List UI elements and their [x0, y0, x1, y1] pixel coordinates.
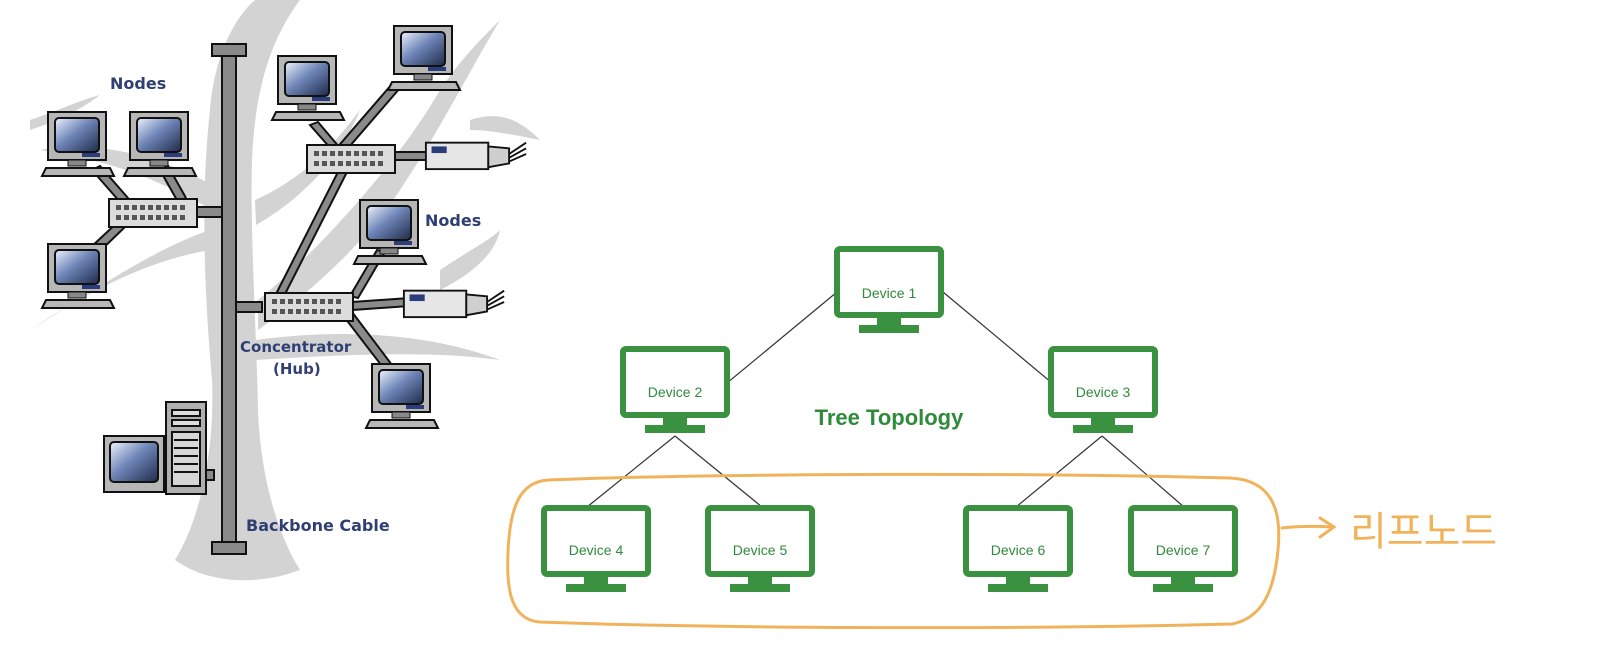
device-label: Device 7 — [1156, 542, 1211, 558]
concentrator-label: Concentrator — [240, 338, 352, 356]
device-label: Device 2 — [648, 384, 703, 400]
backbone-cable-label: Backbone Cable — [246, 516, 390, 535]
nodes-label-top: Nodes — [110, 74, 166, 93]
device-node: Device 3 — [1051, 349, 1155, 433]
hub-concentrator — [264, 292, 354, 322]
device-label: Device 5 — [733, 542, 788, 558]
arrow-icon — [1280, 516, 1337, 539]
server-icon — [103, 401, 207, 495]
device-node: Device 4 — [544, 508, 648, 592]
device-label: Device 1 — [862, 285, 917, 301]
computer-icon — [365, 363, 439, 429]
leaf-node-annotation: 리프노드 — [1350, 509, 1497, 555]
device-label: Device 3 — [1076, 384, 1131, 400]
left-tree-topology: Nodes Nodes Concentrator (Hub) Backbone … — [30, 0, 540, 581]
printer-icon — [424, 141, 528, 171]
leaf-highlight-outline — [506, 472, 1281, 630]
device-node: Device 1 — [837, 249, 941, 333]
device-label: Device 6 — [991, 542, 1046, 558]
right-tree-topology: Device 1 Device 2 Device 3 Device 4 Devi… — [506, 249, 1497, 630]
device-node: Device 7 — [1131, 508, 1235, 592]
hub-upper-right — [306, 144, 396, 174]
printer-icon — [402, 289, 506, 319]
device-label: Device 4 — [569, 542, 624, 558]
computer-icon — [41, 243, 115, 309]
computer-icon — [41, 111, 115, 177]
hub-label: (Hub) — [273, 360, 321, 378]
device-node: Device 5 — [708, 508, 812, 592]
tree-links — [586, 291, 1185, 508]
hub-left — [108, 198, 198, 228]
device-node: Device 2 — [623, 349, 727, 433]
diagram-title: Tree Topology — [815, 405, 964, 430]
computer-icon — [271, 55, 345, 121]
backbone-cable — [211, 43, 247, 555]
nodes-label-right: Nodes — [425, 211, 481, 230]
device-node: Device 6 — [966, 508, 1070, 592]
computer-icon — [353, 199, 427, 265]
